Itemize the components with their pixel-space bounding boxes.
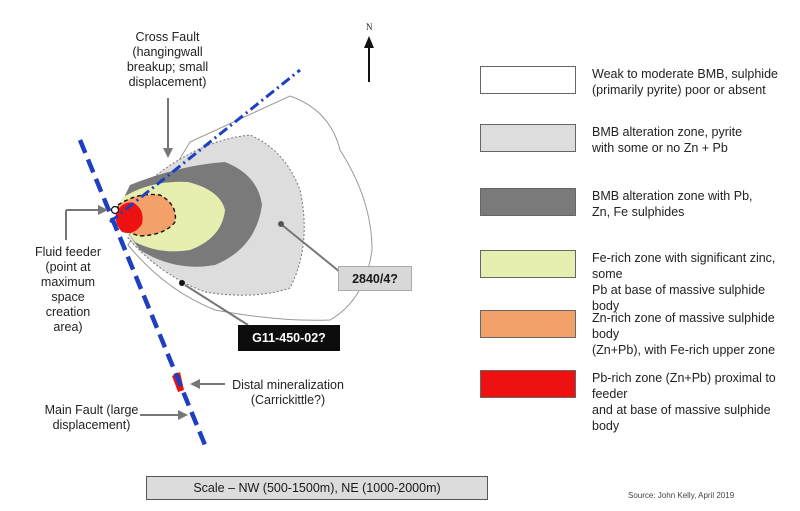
sample-tag-2840: 2840/4? bbox=[338, 266, 412, 291]
legend-item-fe-rich: Fe-rich zone with significant zinc, some… bbox=[470, 250, 790, 313]
legend-text: BMB alteration zone with Pb, Zn, Fe sulp… bbox=[592, 189, 753, 219]
sample-b-leader bbox=[184, 284, 249, 326]
legend-item-dark-grey: BMB alteration zone with Pb, Zn, Fe sulp… bbox=[470, 188, 790, 228]
legend-swatch bbox=[480, 66, 576, 94]
legend-swatch bbox=[480, 370, 576, 398]
main-fault-label: Main Fault (large displacement) bbox=[44, 403, 139, 432]
legend-item-zn-rich: Zn-rich zone of massive sulphide body (Z… bbox=[470, 310, 790, 357]
cross-fault-label: Cross Fault (hangingwall breakup; small … bbox=[126, 30, 209, 89]
legend-text: Pb-rich zone (Zn+Pb) proximal to feeder … bbox=[592, 371, 776, 433]
legend-swatch bbox=[480, 188, 576, 216]
legend-text: BMB alteration zone, pyrite with some or… bbox=[592, 125, 743, 155]
sample-b-point bbox=[179, 280, 185, 286]
legend-text: Fe-rich zone with significant zinc, some… bbox=[592, 251, 776, 313]
distal-arrowhead bbox=[190, 379, 200, 389]
main-fault-line bbox=[77, 139, 208, 446]
main-fault-arrowhead bbox=[178, 410, 188, 420]
legend-text: Zn-rich zone of massive sulphide body (Z… bbox=[592, 311, 776, 357]
legend-swatch bbox=[480, 124, 576, 152]
legend-text: Weak to moderate BMB, sulphide (primaril… bbox=[592, 67, 778, 97]
distal-mineralization-label: Distal mineralization (Carrickittle?) bbox=[232, 378, 344, 407]
sample-tag-g11: G11-450-02? bbox=[238, 325, 340, 351]
cross-fault-arrowhead bbox=[163, 148, 173, 158]
scale-bar: Scale – NW (500-1500m), NE (1000-2000m) bbox=[146, 476, 488, 500]
source-note: Source: John Kelly, April 2019 bbox=[628, 491, 735, 500]
north-arrow-head bbox=[364, 36, 374, 48]
north-label: N bbox=[366, 22, 373, 32]
feeder-point bbox=[110, 205, 120, 215]
feeder-arrowhead bbox=[98, 205, 108, 215]
sample-a-leader bbox=[281, 224, 341, 273]
pb-rich-zone bbox=[115, 202, 143, 233]
sample-a-point bbox=[278, 221, 284, 227]
fluid-feeder-label: Fluid feeder (point at maximum space cre… bbox=[34, 245, 101, 334]
legend-swatch bbox=[480, 250, 576, 278]
legend-item-light-grey: BMB alteration zone, pyrite with some or… bbox=[470, 124, 790, 164]
legend-swatch bbox=[480, 310, 576, 338]
cross-fault-line bbox=[109, 68, 301, 224]
legend-item-weak: Weak to moderate BMB, sulphide (primaril… bbox=[470, 66, 790, 106]
legend-item-pb-rich: Pb-rich zone (Zn+Pb) proximal to feeder … bbox=[470, 370, 790, 433]
